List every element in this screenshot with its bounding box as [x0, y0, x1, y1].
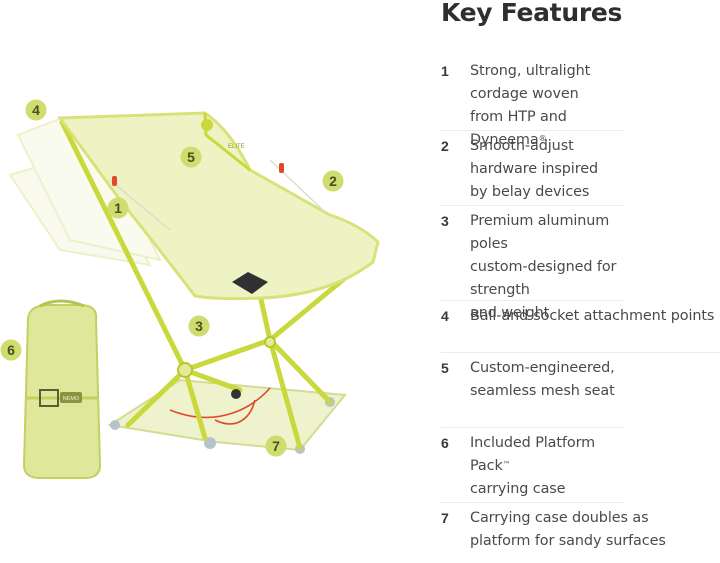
- svg-text:7: 7: [272, 438, 280, 454]
- mesh-seat: [57, 111, 380, 301]
- pack-logo: NEMO: [63, 396, 80, 402]
- svg-text:2: 2: [329, 173, 337, 189]
- feature-item-4: 4 Ball-and-socket attachment points: [441, 301, 720, 353]
- feature-number: 6: [441, 435, 449, 451]
- seat-brand: ELITE: [228, 144, 245, 150]
- feature-item-7: 7 Carrying case doubles as platform for …: [441, 503, 666, 563]
- badge-6: 6: [0, 339, 22, 361]
- hub: [177, 362, 193, 378]
- badge-3: 3: [188, 315, 210, 337]
- feature-text: Custom-engineered, seamless mesh seat: [470, 360, 615, 399]
- chair-frame: [59, 119, 376, 451]
- feature-number: 5: [441, 360, 449, 376]
- badge-5: 5: [180, 146, 202, 168]
- feature-number: 1: [441, 63, 449, 79]
- ghost-seat-positions: [8, 116, 162, 267]
- svg-text:3: 3: [195, 318, 203, 334]
- feature-number: 4: [441, 308, 449, 324]
- feature-number: 7: [441, 510, 449, 526]
- feature-item-1: 1 Strong, ultralight cordage woven from …: [441, 56, 624, 148]
- seat-center-patch: [232, 272, 268, 294]
- badge-7: 7: [265, 435, 287, 457]
- feature-text: Premium aluminum poles custom-designed f…: [470, 213, 617, 321]
- feature-item-5: 5 Custom-engineered, seamless mesh seat: [441, 353, 624, 428]
- feature-number: 2: [441, 138, 449, 154]
- platform-pack: NEMO: [22, 299, 102, 479]
- feature-item-3: 3 Premium aluminum poles custom-designed…: [441, 206, 624, 321]
- feature-text: Carrying case doubles as platform for sa…: [470, 510, 666, 549]
- ball-socket: [231, 389, 241, 399]
- svg-text:4: 4: [32, 102, 40, 118]
- feature-text: Smooth-adjust hardware inspired by belay…: [470, 138, 598, 200]
- seat-logos: ELITE: [201, 119, 245, 150]
- svg-text:5: 5: [187, 149, 195, 165]
- feature-text: Strong, ultralight cordage woven from HT…: [470, 63, 591, 148]
- badge-2: 2: [322, 170, 344, 192]
- key-features-heading: Key Features: [441, 0, 623, 27]
- feature-list: 1 Strong, ultralight cordage woven from …: [441, 56, 720, 563]
- badge-1: 1: [107, 197, 129, 219]
- svg-text:1: 1: [114, 200, 122, 216]
- hub-rear: [264, 336, 276, 348]
- feature-item-2: 2 Smooth-adjust hardware inspired by bel…: [441, 131, 624, 206]
- platform-cord: [169, 387, 271, 425]
- feature-number: 3: [441, 213, 449, 229]
- feature-text: Ball-and-socket attachment points: [470, 308, 715, 324]
- svg-text:6: 6: [7, 342, 15, 358]
- badge-4: 4: [25, 99, 47, 121]
- adjust-hardware: [112, 163, 284, 186]
- product-illustration: ELITE NEMO 1 2 3 4 5 6 7: [0, 99, 380, 479]
